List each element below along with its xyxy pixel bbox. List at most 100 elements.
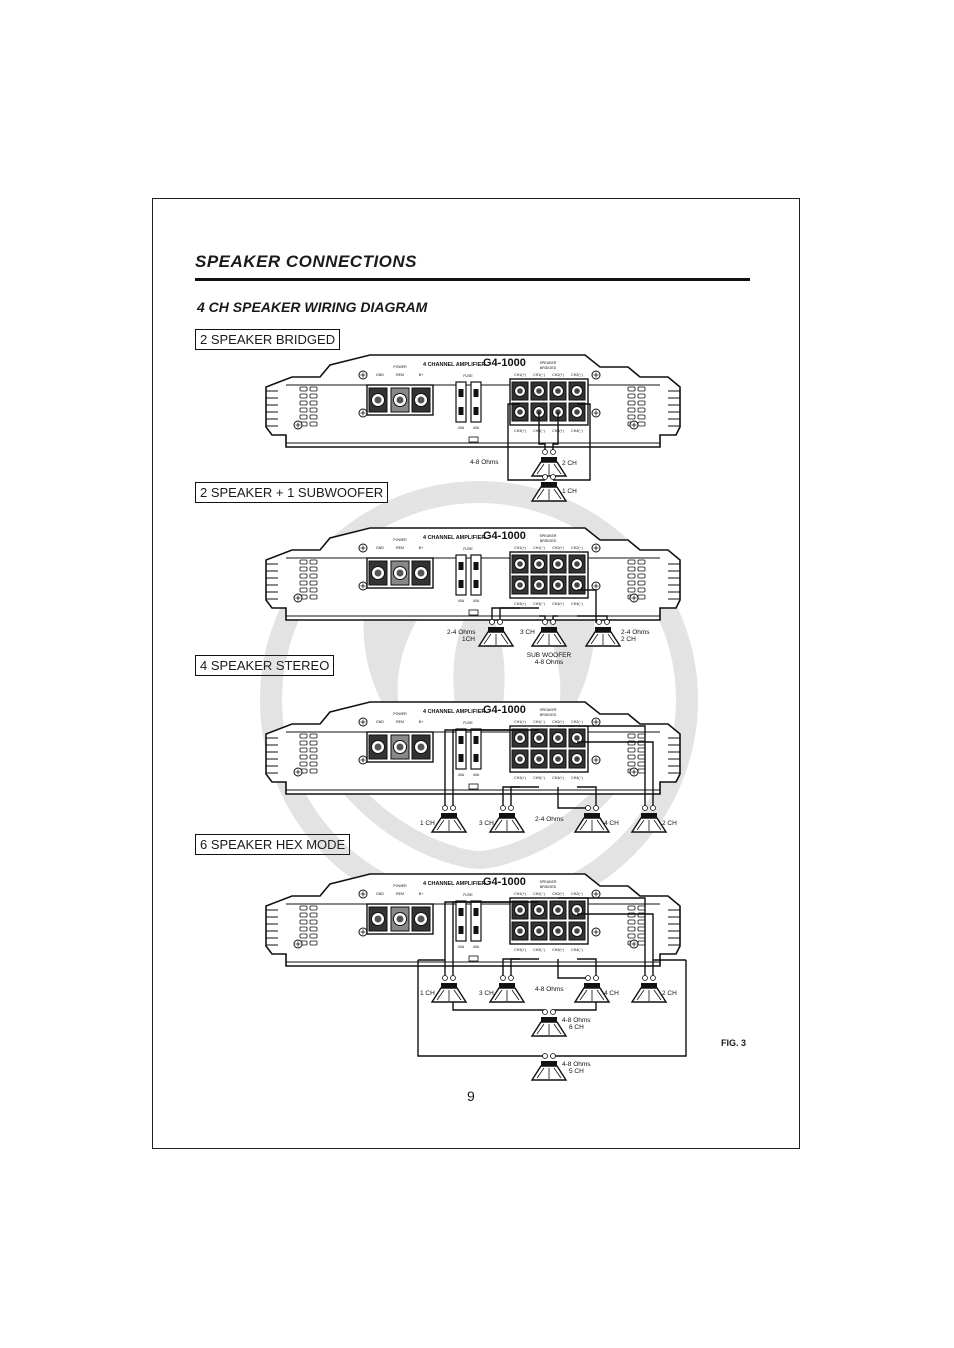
speaker-terminal-plus xyxy=(489,619,495,625)
vent-slot xyxy=(637,587,646,593)
vent-slot xyxy=(299,747,308,753)
speaker-terminal-screw-core xyxy=(517,409,523,415)
vent-slot xyxy=(299,566,308,572)
speaker-wire xyxy=(558,725,646,808)
amp-model-text: G4-1000 xyxy=(483,704,526,716)
fuse-holder xyxy=(470,554,482,596)
speaker-wire xyxy=(553,403,591,481)
speaker-terminal-plus xyxy=(542,1053,548,1059)
vent-slot xyxy=(299,933,308,939)
ch-bottom-label: CH4(+) xyxy=(552,776,564,780)
terminal-screw-core xyxy=(374,569,382,577)
vent-slot xyxy=(627,386,636,392)
speaker-terminal-screw-core xyxy=(555,582,561,588)
speaker-magnet xyxy=(441,983,457,988)
ch-top-label: CH2(+) xyxy=(552,373,564,377)
power-label: POWER xyxy=(393,884,407,888)
fuse-rating: 40A xyxy=(473,426,480,430)
speaker-wire xyxy=(417,960,545,1057)
speaker-terminal-screw-core xyxy=(536,388,542,394)
vent-slot xyxy=(627,933,636,939)
fuse-holder xyxy=(470,728,482,770)
speaker-terminal-minus xyxy=(650,805,656,811)
amp-brand-text: 4 CHANNEL AMPLIFIER xyxy=(423,709,485,715)
amp-model-text: G4-1000 xyxy=(483,357,526,369)
screw-slot xyxy=(295,422,301,428)
amp-brand-text: 4 CHANNEL AMPLIFIER xyxy=(423,362,485,368)
vent-slot xyxy=(309,386,318,392)
vent-slot xyxy=(299,912,308,918)
screw-slot xyxy=(593,545,599,551)
speaker-3ch xyxy=(488,805,526,833)
screw-slot xyxy=(593,929,599,935)
speaker-magnet xyxy=(499,813,515,818)
speaker-terminal-screw-core xyxy=(574,388,580,394)
fuse-contact xyxy=(458,908,464,916)
speaker-wire xyxy=(538,412,546,452)
fuse-contact xyxy=(458,926,464,934)
ch-bottom-label: CH3(+) xyxy=(514,602,526,606)
speaker-terminal-plus xyxy=(542,619,548,625)
page-number: 9 xyxy=(467,1088,475,1104)
speaker-terminal-minus xyxy=(650,975,656,981)
vent-slot xyxy=(627,733,636,739)
speaker-terminal-screw-core xyxy=(555,928,561,934)
speaker-terminal-screw-core xyxy=(555,756,561,762)
vent-slot xyxy=(299,393,308,399)
ch-top-label: CH1(+) xyxy=(514,892,526,896)
speaker-4ch xyxy=(573,975,611,1003)
speaker-terminal-screw-core xyxy=(517,582,523,588)
screw-slot xyxy=(360,583,366,589)
speaker-terminal-plus xyxy=(542,449,548,455)
fuse-contact xyxy=(458,736,464,744)
impedance-label-hex: 4-8 Ohms xyxy=(535,986,564,993)
screw-slot xyxy=(360,719,366,725)
ch-bottom-label: CH4(+) xyxy=(552,602,564,606)
speaker-terminal-minus xyxy=(508,805,514,811)
speaker-terminal-plus xyxy=(500,975,506,981)
speaker-magnet xyxy=(541,1061,557,1066)
section-label-hex: 6 SPEAKER HEX MODE xyxy=(195,834,351,855)
fuse-contact xyxy=(458,754,464,762)
screw-slot xyxy=(360,757,366,763)
vent-slot xyxy=(309,407,318,413)
speaker-cone-lines xyxy=(536,633,562,645)
ch-bottom-label: CH3(+) xyxy=(514,776,526,780)
speaker-terminal-screw-core xyxy=(517,735,523,741)
vent-slot xyxy=(627,573,636,579)
ch-bottom-label: CH3(−) xyxy=(533,602,545,606)
channel-label-2ch: 2 CH xyxy=(662,990,677,997)
speaker-terminal-plus xyxy=(642,975,648,981)
bplus-label: B+ xyxy=(419,546,424,550)
terminal-screw-core xyxy=(396,569,404,577)
speaker-terminal-minus xyxy=(550,449,556,455)
speaker-terminal-screw-core xyxy=(517,907,523,913)
vent-slot xyxy=(299,754,308,760)
vent-slot xyxy=(627,414,636,420)
speaker-cone-lines xyxy=(636,819,662,831)
ch-bottom-label: CH3(+) xyxy=(514,429,526,433)
speaker-wire xyxy=(452,901,539,978)
amp-brand-text: 4 CHANNEL AMPLIFIER xyxy=(423,535,485,541)
speaker-terminal-screw-core xyxy=(536,928,542,934)
terminal-screw-core xyxy=(374,915,382,923)
bplus-label: B+ xyxy=(419,892,424,896)
impedance-label-6ch: 4-8 Ohms xyxy=(562,1017,591,1024)
speaker-terminal-screw-core xyxy=(574,582,580,588)
speaker-terminal-plus xyxy=(542,474,548,480)
speaker-2ch xyxy=(630,805,668,833)
vent-slot xyxy=(309,905,318,911)
speaker-wire xyxy=(557,959,588,979)
terminal-screw-core xyxy=(396,915,404,923)
vent-slot xyxy=(309,768,318,774)
impedance-label-bridged: 4-8 Ohms xyxy=(470,459,499,466)
terminal-screw-core xyxy=(417,396,425,404)
speaker-terminal-minus xyxy=(550,474,556,480)
speaker-3ch xyxy=(488,975,526,1003)
fuse-contact xyxy=(473,580,479,588)
ch-top-label: CH2(−) xyxy=(571,720,583,724)
screw-slot xyxy=(593,719,599,725)
led-indicator xyxy=(468,955,479,962)
screw-slot xyxy=(360,410,366,416)
